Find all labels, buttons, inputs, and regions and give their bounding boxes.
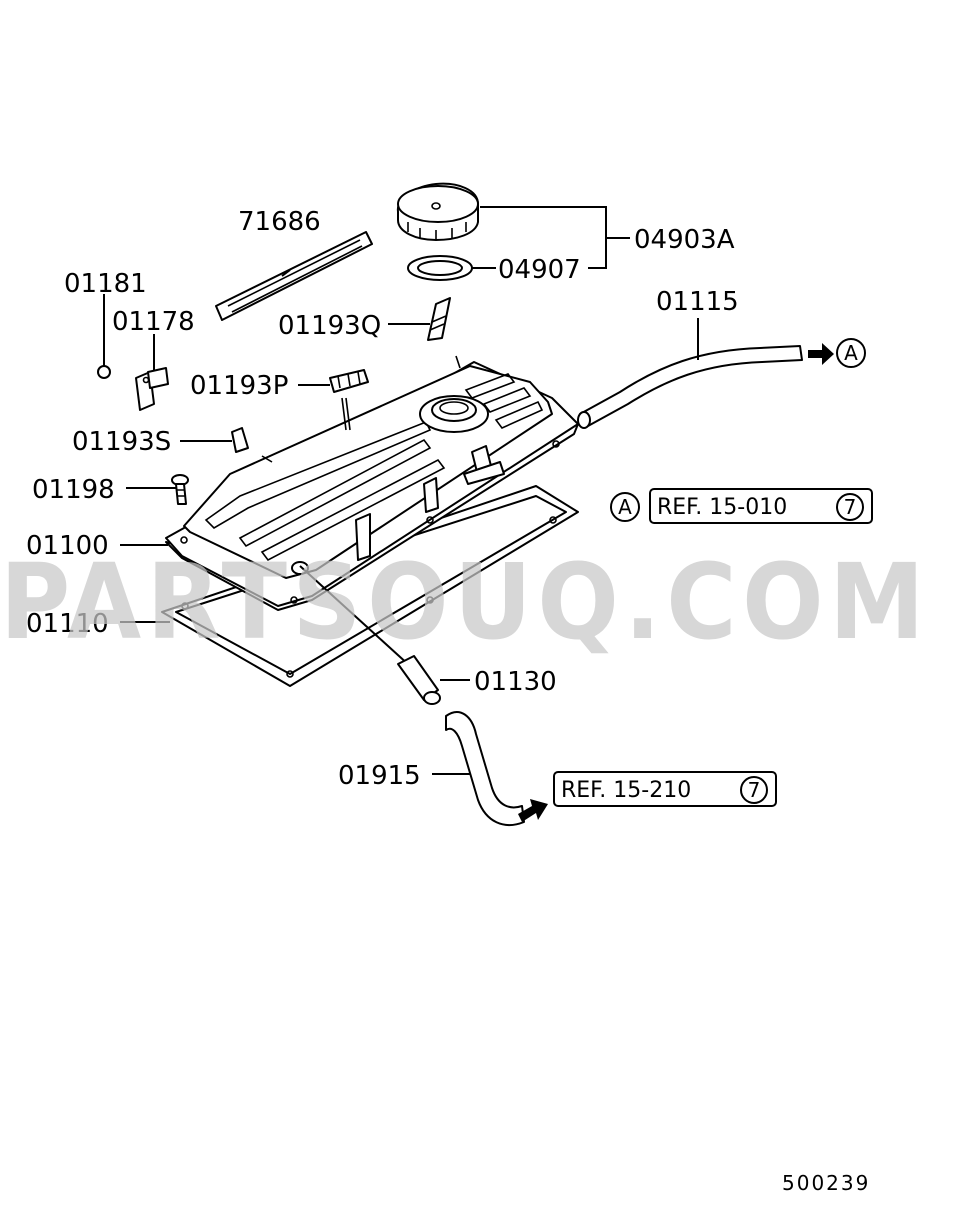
label-01110[interactable]: 01110 bbox=[26, 609, 109, 639]
label-01193S[interactable]: 01193S bbox=[72, 427, 171, 457]
oil-cap-04903A-drawing[interactable] bbox=[396, 182, 479, 241]
label-01100[interactable]: 01100 bbox=[26, 531, 109, 561]
clip-01193P-drawing[interactable] bbox=[329, 369, 369, 393]
watermark: PARTSOUQ.COM bbox=[0, 541, 930, 663]
label-01193P[interactable]: 01193P bbox=[190, 371, 288, 401]
label-01130[interactable]: 01130 bbox=[474, 667, 557, 697]
hose-01915-drawing[interactable] bbox=[445, 711, 525, 826]
ref2-text: REF. 15-210 bbox=[561, 778, 691, 803]
ref-15-210[interactable]: REF. 15-210 7 bbox=[553, 771, 777, 807]
ref-15-010[interactable]: A REF. 15-010 7 bbox=[610, 488, 873, 524]
decal-plate-71686-drawing[interactable] bbox=[215, 231, 373, 321]
bracket-01178-drawing[interactable] bbox=[135, 367, 169, 411]
screw-01181-drawing[interactable] bbox=[97, 365, 111, 379]
clip-01193Q-drawing[interactable] bbox=[427, 297, 451, 341]
label-04907[interactable]: 04907 bbox=[498, 255, 581, 285]
rocker-cover-01100-drawing[interactable] bbox=[165, 355, 579, 611]
label-01193Q[interactable]: 01193Q bbox=[278, 311, 381, 341]
ref1-marker-letter: A bbox=[618, 495, 632, 519]
label-01178[interactable]: 01178 bbox=[112, 307, 195, 337]
pcv-valve-01130-drawing[interactable] bbox=[299, 565, 441, 705]
arrow-to-ref2-icon bbox=[518, 799, 548, 822]
hose-01115-drawing[interactable] bbox=[577, 345, 803, 429]
connector-A-letter: A bbox=[844, 341, 858, 365]
connector-A[interactable]: A bbox=[836, 338, 866, 368]
label-01915[interactable]: 01915 bbox=[338, 761, 421, 791]
label-01181[interactable]: 01181 bbox=[64, 269, 147, 299]
ref1-text: REF. 15-010 bbox=[657, 495, 787, 520]
leader-lines bbox=[103, 206, 699, 775]
diagram-id: 500239 bbox=[782, 1171, 870, 1195]
label-01198[interactable]: 01198 bbox=[32, 475, 115, 505]
clip-01193S-drawing[interactable] bbox=[231, 427, 249, 453]
label-04903A[interactable]: 04903A bbox=[634, 225, 735, 255]
ref2-number: 7 bbox=[748, 778, 761, 802]
label-01115[interactable]: 01115 bbox=[656, 287, 739, 317]
arrow-to-A-icon bbox=[808, 343, 834, 365]
cap-gasket-04907-drawing[interactable] bbox=[407, 255, 473, 281]
bolt-01198-drawing[interactable] bbox=[171, 474, 189, 505]
ref1-number: 7 bbox=[844, 495, 857, 519]
label-71686[interactable]: 71686 bbox=[238, 207, 321, 237]
